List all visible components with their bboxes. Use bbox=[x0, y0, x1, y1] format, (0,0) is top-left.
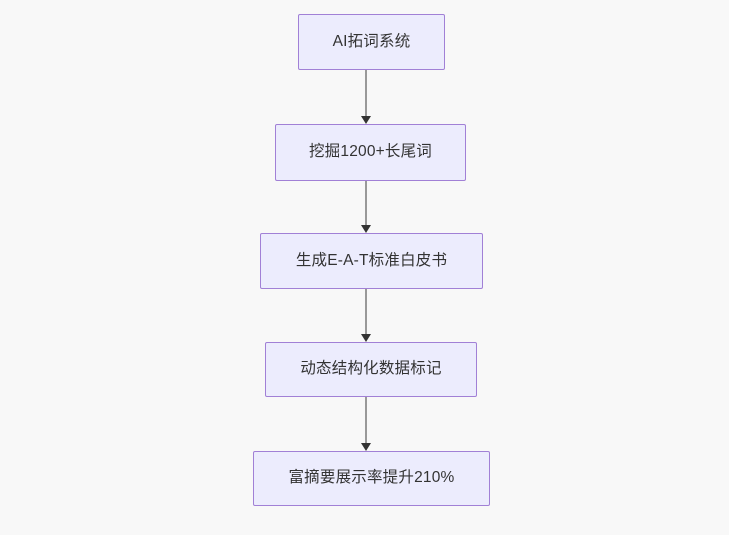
flow-node-mine-longtail-keywords[interactable]: 挖掘1200+长尾词 bbox=[275, 124, 466, 181]
edge-line bbox=[365, 397, 367, 443]
flow-node-ai-keyword-system[interactable]: AI拓词系统 bbox=[298, 14, 445, 70]
flow-node-dynamic-structured-data-markup[interactable]: 动态结构化数据标记 bbox=[265, 342, 477, 397]
flow-node-label: 富摘要展示率提升210% bbox=[288, 469, 455, 487]
arrowhead-icon bbox=[360, 334, 371, 342]
flow-node-label: 挖掘1200+长尾词 bbox=[308, 143, 433, 161]
arrowhead-icon bbox=[360, 443, 371, 451]
arrowhead-icon bbox=[360, 116, 371, 124]
edge-line bbox=[365, 70, 367, 116]
edge-line bbox=[365, 289, 367, 334]
flow-node-rich-snippet-rate-increase[interactable]: 富摘要展示率提升210% bbox=[253, 451, 490, 506]
flow-node-label: 动态结构化数据标记 bbox=[300, 360, 442, 378]
arrowhead-icon bbox=[360, 225, 371, 233]
edge-n2-n3 bbox=[360, 181, 371, 233]
flow-node-label: AI拓词系统 bbox=[332, 32, 411, 50]
edge-n1-n2 bbox=[360, 70, 371, 124]
edge-line bbox=[365, 181, 367, 225]
edge-n3-n4 bbox=[360, 289, 371, 342]
flow-node-generate-eat-whitepaper[interactable]: 生成E-A-T标准白皮书 bbox=[260, 233, 483, 289]
edge-n4-n5 bbox=[360, 397, 371, 451]
flow-node-label: 生成E-A-T标准白皮书 bbox=[295, 251, 448, 269]
